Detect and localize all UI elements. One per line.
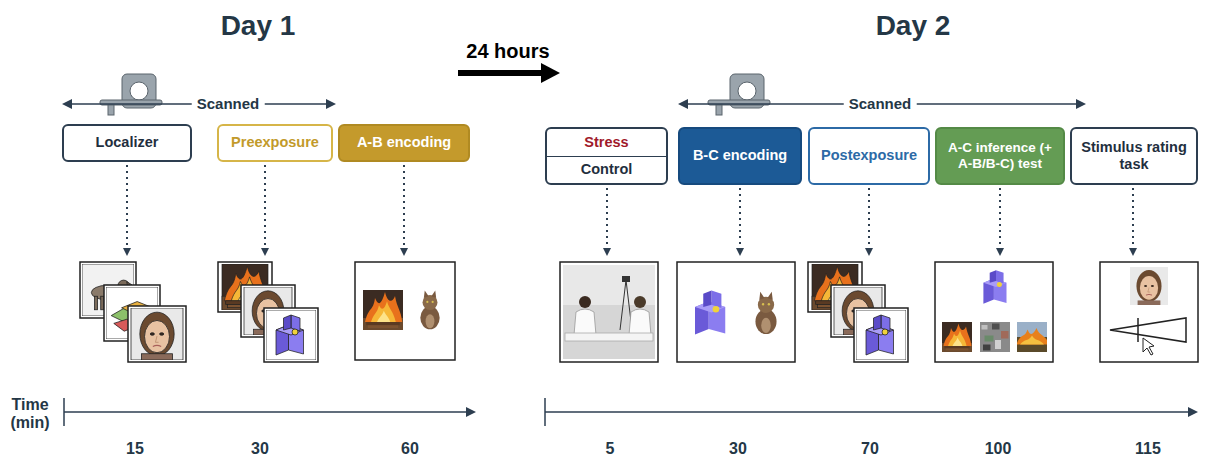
time-tick: 30 — [729, 440, 747, 458]
interval-label: 24 hours — [466, 40, 549, 63]
box-text: Stress — [547, 129, 666, 156]
phase-box: A-C inference (+ A-B/B-C) test — [935, 127, 1065, 185]
time-tick: 15 — [126, 440, 144, 458]
day-title: Day 2 — [876, 10, 951, 42]
phase-box: Stimulus rating task — [1070, 127, 1198, 185]
box-text: A-C inference (+ A-B/B-C) test — [943, 140, 1057, 172]
phase-box: Localizer — [62, 124, 192, 162]
box-text: Stimulus rating task — [1078, 139, 1190, 174]
time-tick: 70 — [861, 440, 879, 458]
box-text: B-C encoding — [693, 147, 787, 164]
condition-box: StressControl — [545, 127, 668, 185]
phase-box: A-B encoding — [338, 124, 470, 162]
time-tick: 100 — [985, 440, 1012, 458]
day-title: Day 1 — [221, 10, 296, 42]
time-tick: 60 — [401, 440, 419, 458]
box-text: Preexposure — [231, 134, 319, 151]
phase-box: Preexposure — [217, 124, 333, 162]
box-text: Postexposure — [821, 147, 917, 164]
axis-title: Time (min) — [4, 396, 56, 433]
time-tick: 5 — [606, 440, 615, 458]
phase-box: B-C encoding — [678, 127, 802, 185]
phase-box: Postexposure — [808, 127, 930, 185]
time-tick: 115 — [1135, 440, 1161, 458]
box-text: Localizer — [96, 134, 159, 151]
time-tick: 30 — [251, 440, 269, 458]
box-text: A-B encoding — [357, 134, 451, 151]
scan-label: Scanned — [844, 95, 917, 112]
box-text: Control — [547, 156, 666, 184]
scan-label: Scanned — [192, 95, 265, 112]
